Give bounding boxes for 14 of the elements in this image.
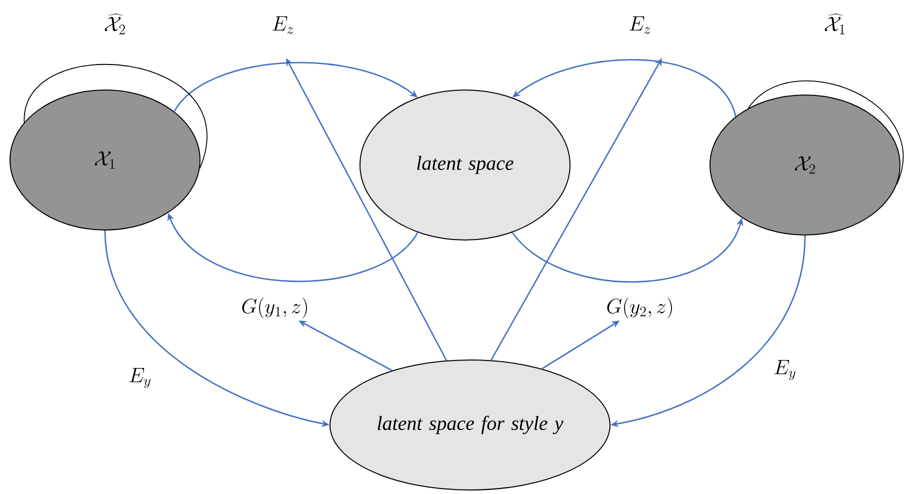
ellipse-node: latent space xyxy=(360,89,570,240)
edge-label: $E_z$ xyxy=(630,16,650,34)
edge-label: $E_z$ xyxy=(272,16,294,34)
loop-line xyxy=(748,80,904,185)
loop-line xyxy=(24,64,208,169)
edge-label: $E_y$ xyxy=(774,360,796,380)
edge-label: $\widehat{\mathcal{X}}_2$ xyxy=(104,14,125,34)
ellipse-node: $\mathcal{X}_2$ xyxy=(710,94,900,236)
ellipse-node: $\mathcal{X}_1$ xyxy=(10,89,200,230)
edge-label: $E_y$ xyxy=(130,368,150,388)
ellipse-node: latent space for style y xyxy=(330,359,610,490)
formula-label: $G(y_1,z)$ xyxy=(242,298,307,318)
edge-label: $\widehat{\mathcal{X}}_1$ xyxy=(824,14,845,34)
formula-label: $G(y_2,z)$ xyxy=(607,298,672,318)
